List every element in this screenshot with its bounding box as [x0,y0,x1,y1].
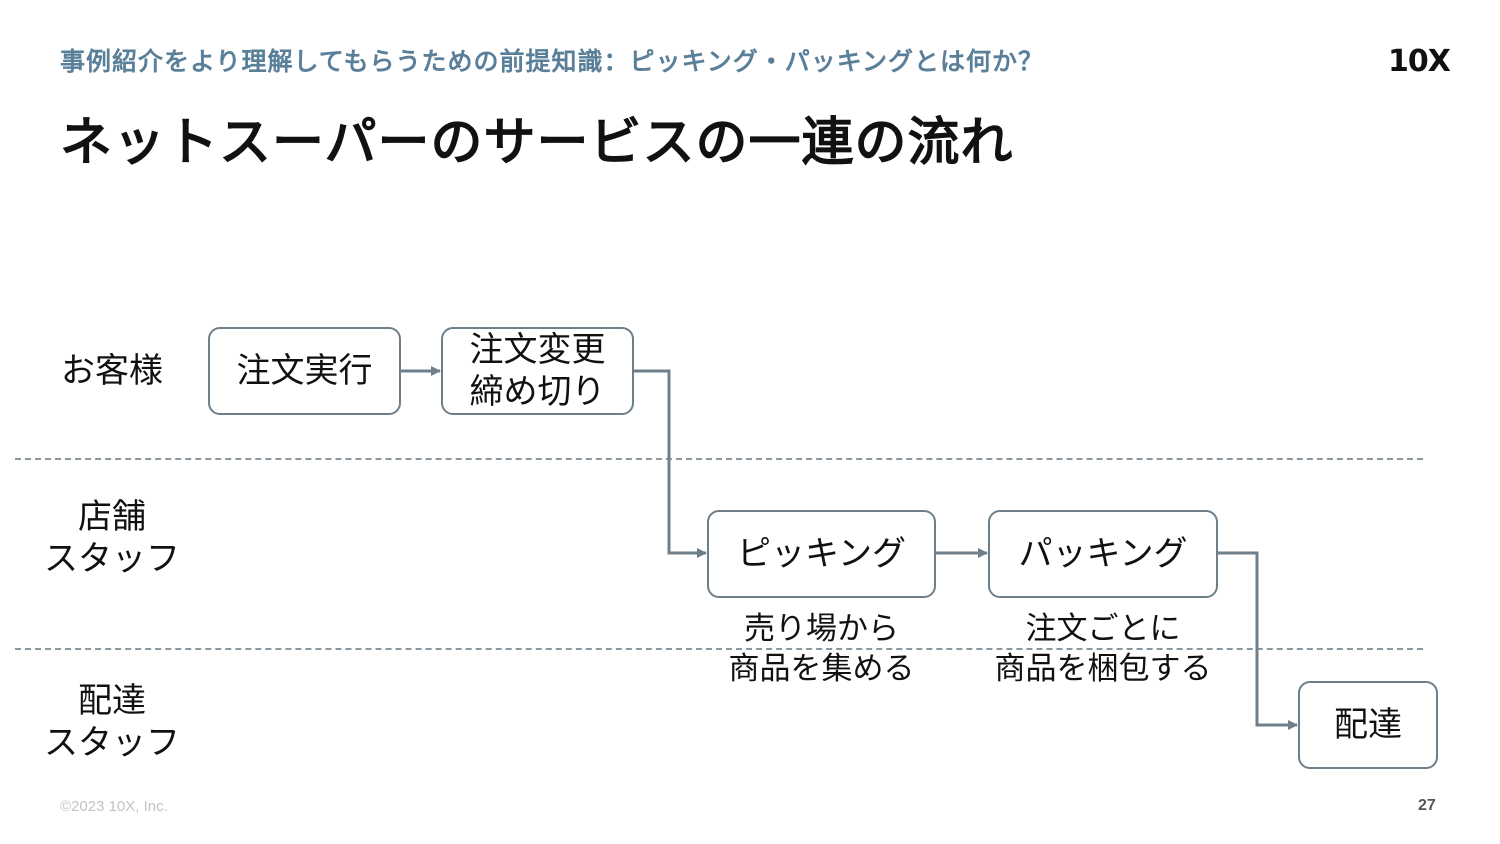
arrow-deadline-to-picking [634,369,707,558]
step-picking: ピッキング [707,510,936,598]
step-order: 注文実行 [208,327,401,415]
lane-label-delivery-staff: 配達 スタッフ [44,681,180,763]
lane-divider-1 [15,458,1423,460]
lane-label-store-staff: 店舗 スタッフ [44,497,180,579]
brand-logo: 10X [1388,44,1451,79]
lane-divider-2 [15,648,1423,650]
step-delivery: 配達 [1298,681,1438,769]
note-picking: 売り場から 商品を集める [728,611,915,687]
step-packing: パッキング [988,510,1218,598]
copyright-text: ©2023 10X, Inc. [60,798,168,815]
section-subtitle: 事例紹介をより理解してもらうための前提知識：ピッキング・パッキングとは何か？ [60,47,1045,76]
note-packing: 注文ごとに 商品を梱包する [994,611,1212,687]
arrow-packing-to-delivery [1218,551,1298,730]
page-title: ネットスーパーのサービスの一連の流れ [60,113,1014,173]
page-number: 27 [1418,797,1436,814]
lane-label-customer: お客様 [61,351,163,391]
step-order-change-deadline: 注文変更 締め切り [441,327,634,415]
